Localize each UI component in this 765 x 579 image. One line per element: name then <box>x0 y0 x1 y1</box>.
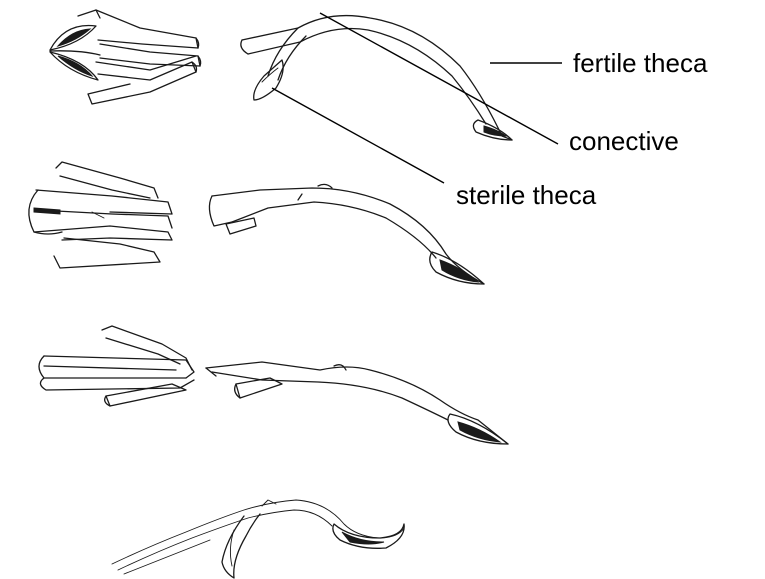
fertile-theca-label: fertile theca <box>573 48 708 78</box>
stamen-group-4-side-view <box>112 500 404 578</box>
conective-leader <box>320 13 558 144</box>
stamen-group-3-front-view <box>39 326 194 406</box>
conective-label: conective <box>569 126 679 156</box>
stamen-group-2-front-view <box>29 162 172 268</box>
stamen-group-1-front-view <box>50 10 201 104</box>
stamen-group-1-side-view <box>241 16 512 140</box>
stamen-group-2-side-view <box>209 184 484 284</box>
sterile-theca-label: sterile theca <box>456 180 597 210</box>
sterile-theca-leader <box>272 88 444 183</box>
stamen-group-3-side-view <box>206 362 508 444</box>
